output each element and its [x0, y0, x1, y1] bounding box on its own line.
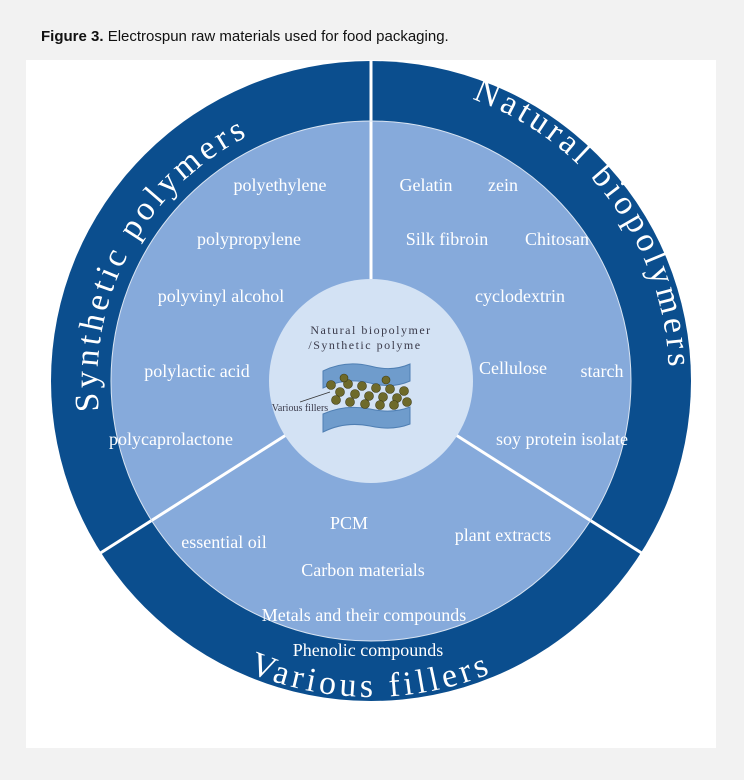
filler-item: Phenolic compounds	[293, 640, 444, 660]
synthetic-item: polyethylene	[234, 175, 327, 195]
natural-item: Silk fibroin	[406, 229, 489, 249]
figure-label: Figure 3.	[41, 28, 104, 45]
inner-outline	[110, 120, 632, 642]
filler-item: Metals and their compounds	[262, 605, 466, 625]
natural-item: Gelatin	[400, 175, 453, 195]
natural-item: starch	[581, 361, 624, 381]
natural-item: soy protein isolate	[496, 429, 628, 449]
synthetic-item: polylactic acid	[144, 361, 249, 381]
filler-item: plant extracts	[455, 525, 551, 545]
natural-item: zein	[488, 175, 518, 195]
composite-fiber-illustration	[299, 363, 412, 433]
filler-item: PCM	[330, 513, 368, 533]
natural-item: Chitosan	[525, 229, 589, 249]
figure-title: Electrospun raw materials used for food …	[107, 28, 449, 45]
synthetic-item: polyvinyl alcohol	[158, 286, 284, 306]
figure-caption: Figure 3. Electrospun raw materials used…	[41, 28, 449, 45]
filler-item: essential oil	[181, 532, 266, 552]
center-label-line1: Natural biopolymer	[310, 323, 431, 337]
natural-item: Cellulose	[479, 358, 547, 378]
synthetic-item: polycaprolactone	[109, 429, 233, 449]
natural-item: cyclodextrin	[475, 286, 565, 306]
filler-item: Carbon materials	[301, 560, 424, 580]
center-filler-label: Various fillers	[272, 403, 328, 414]
synthetic-item: polypropylene	[197, 229, 301, 249]
center-label-line2: /Synthetic polyme	[308, 338, 421, 352]
